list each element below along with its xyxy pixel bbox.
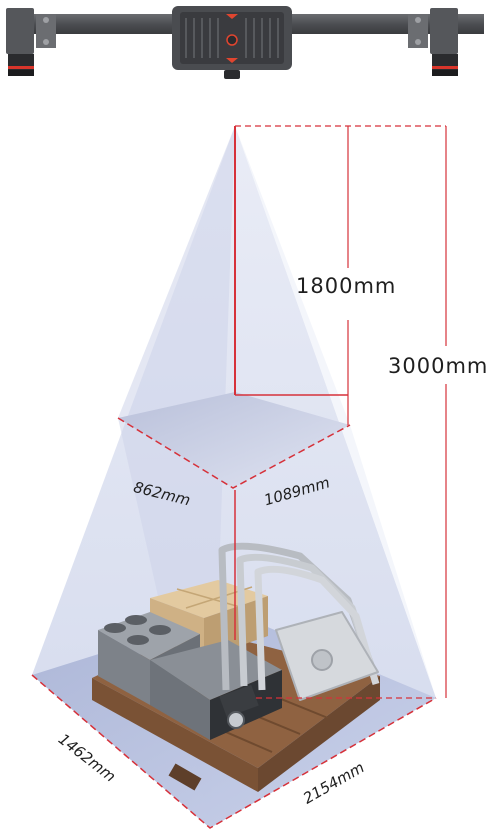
3d-camera-icon [6, 6, 484, 79]
dimension-lines [31, 125, 447, 829]
engine-block-icon [98, 612, 282, 740]
height-far-label: 3000mm [388, 354, 489, 378]
near-working-plane [118, 392, 350, 488]
height-near-label: 1800mm [296, 274, 397, 298]
car-door-icon [218, 542, 380, 701]
